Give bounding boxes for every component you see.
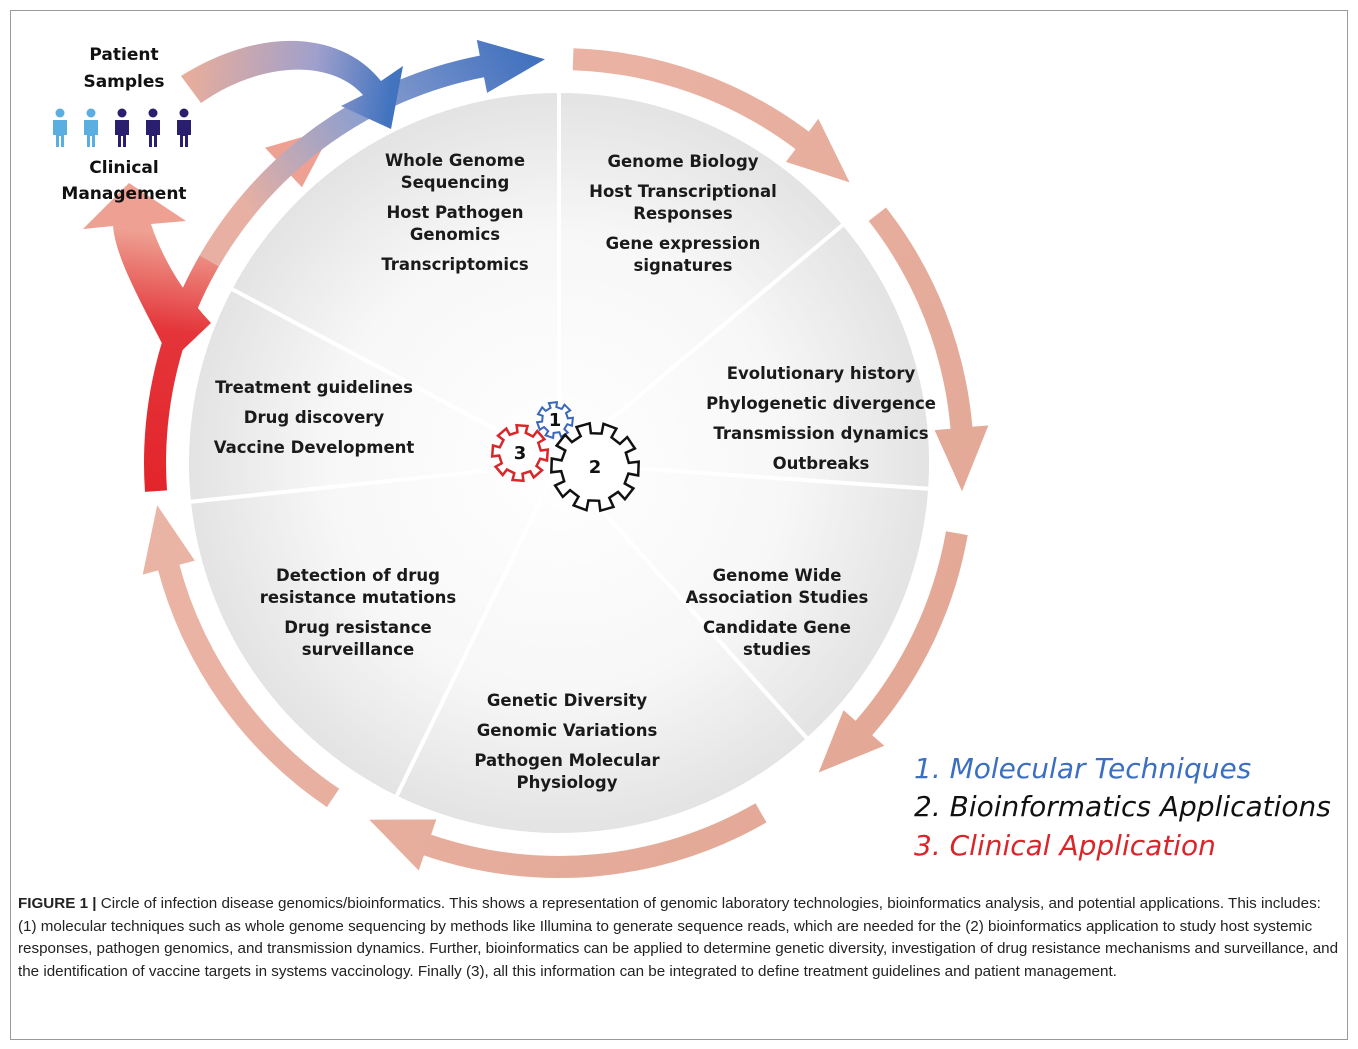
svg-text:Transmission dynamics: Transmission dynamics [713, 424, 928, 443]
person-icon [53, 108, 67, 147]
svg-text:Detection of drug: Detection of drug [276, 566, 440, 585]
segment-association-text: Genome Wide Association Studies Candidat… [686, 566, 869, 659]
svg-text:studies: studies [743, 640, 811, 659]
svg-text:Host Pathogen: Host Pathogen [386, 203, 523, 222]
svg-text:Physiology: Physiology [517, 773, 618, 792]
svg-text:Host Transcriptional: Host Transcriptional [589, 182, 777, 201]
person-icon [115, 108, 129, 147]
segment-resistance [186, 460, 563, 801]
patient-icons-group [53, 108, 191, 147]
svg-text:Genomic Variations: Genomic Variations [477, 721, 658, 740]
segment-treatment-text: Treatment guidelines Drug discovery Vacc… [214, 378, 415, 457]
gears-group: 1 3 2 [490, 400, 641, 513]
svg-text:Management: Management [61, 184, 186, 204]
gear-molecular-techniques: 1 [535, 400, 575, 440]
svg-text:Clinical: Clinical [89, 158, 158, 178]
caption-label: FIGURE 1 | [18, 895, 97, 912]
svg-text:Responses: Responses [633, 204, 733, 223]
gear-molecular-techniques-label: 1 [549, 410, 562, 431]
svg-text:Genetic Diversity: Genetic Diversity [487, 691, 648, 710]
gear-bioinformatics-applications: 2 [549, 421, 641, 513]
arrow-resistance-to-treatment [142, 505, 340, 808]
legend-molecular-techniques: 1. Molecular Techniques [914, 752, 1251, 785]
segment-genome-text: Genome Biology Host Transcriptional Resp… [589, 152, 777, 275]
svg-text:surveillance: surveillance [302, 640, 414, 659]
segment-resistance-text: Detection of drug resistance mutations D… [260, 566, 457, 659]
clinical-management-label: Clinical Management [61, 158, 186, 204]
arrow-molecular-techniques [199, 39, 545, 267]
person-icon [177, 108, 191, 147]
svg-text:Treatment guidelines: Treatment guidelines [215, 378, 413, 397]
arrows-layer [142, 39, 989, 879]
legend: 1. Molecular Techniques 2. Bioinformatic… [914, 752, 1331, 862]
patient-samples-arrow [181, 40, 403, 129]
gear-bioinformatics-applications-label: 2 [589, 457, 602, 478]
arrow-diversity-to-resistance [369, 803, 767, 879]
patient-samples-label: Patient Samples [83, 45, 164, 92]
segment-texts: Whole Genome Sequencing Host Pathogen Ge… [214, 151, 936, 792]
caption-text: Circle of infection disease genomics/bio… [18, 895, 1339, 980]
segment-diversity-text: Genetic Diversity Genomic Variations Pat… [474, 691, 660, 792]
segment-evolution [553, 221, 933, 492]
svg-text:Whole Genome: Whole Genome [385, 151, 525, 170]
svg-text:Association Studies: Association Studies [686, 588, 869, 607]
svg-text:Sequencing: Sequencing [401, 173, 510, 192]
person-icon [146, 108, 160, 147]
svg-text:Genomics: Genomics [410, 225, 500, 244]
svg-text:Gene expression: Gene expression [606, 234, 761, 253]
svg-text:signatures: signatures [634, 256, 733, 275]
svg-text:Outbreaks: Outbreaks [773, 454, 870, 473]
segment-molecular-text: Whole Genome Sequencing Host Pathogen Ge… [381, 151, 529, 274]
gear-clinical-application: 3 [490, 423, 550, 483]
svg-text:Vaccine Development: Vaccine Development [214, 438, 415, 457]
segment-genome [557, 88, 847, 468]
svg-text:Evolutionary history: Evolutionary history [727, 364, 916, 383]
segment-evolution-text: Evolutionary history Phylogenetic diverg… [706, 364, 936, 473]
infection-genomics-cycle-diagram: Patient Samples Clinical Management Whol… [53, 39, 1331, 879]
arrow-association-to-diversity [818, 531, 968, 773]
svg-text:Samples: Samples [83, 72, 164, 92]
segments-layer [185, 88, 933, 837]
svg-text:Phylogenetic divergence: Phylogenetic divergence [706, 394, 936, 413]
svg-text:Drug discovery: Drug discovery [244, 408, 385, 427]
svg-text:Drug resistance: Drug resistance [284, 618, 432, 637]
segment-diversity [393, 459, 811, 837]
svg-text:Patient: Patient [89, 45, 158, 65]
gear-clinical-application-label: 3 [514, 443, 527, 464]
arrow-evolution-to-association [868, 207, 989, 492]
svg-text:resistance mutations: resistance mutations [260, 588, 457, 607]
segment-treatment [185, 285, 566, 505]
svg-text:Candidate Gene: Candidate Gene [703, 618, 851, 637]
figure-frame: Patient Samples Clinical Management Whol… [10, 10, 1348, 1040]
arrow-genome-to-evolution [572, 48, 850, 183]
person-icon [84, 108, 98, 147]
svg-text:Genome Wide: Genome Wide [713, 566, 842, 585]
segment-molecular [227, 88, 561, 467]
legend-bioinformatics-applications: 2. Bioinformatics Applications [914, 790, 1331, 823]
clinical-management-arrow [83, 183, 211, 361]
legend-clinical-application: 3. Clinical Application [914, 829, 1216, 862]
svg-text:Pathogen Molecular: Pathogen Molecular [474, 751, 660, 770]
svg-text:Genome Biology: Genome Biology [607, 152, 758, 171]
svg-text:Transcriptomics: Transcriptomics [381, 255, 529, 274]
segment-association [554, 460, 933, 743]
figure-caption: FIGURE 1 | Circle of infection disease g… [18, 893, 1340, 983]
